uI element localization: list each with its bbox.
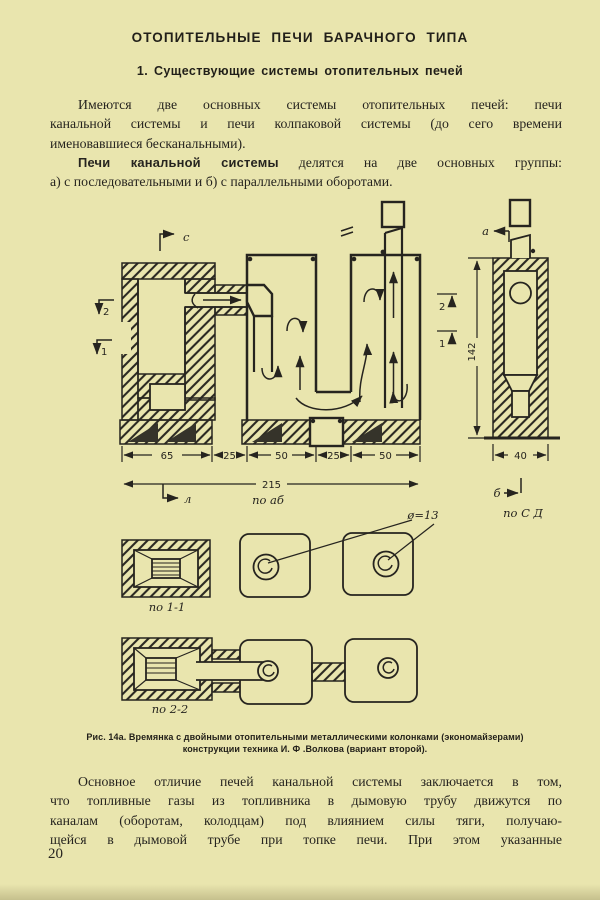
- caption-line: конструкции техника И. Ф .Волкова (вариа…: [182, 743, 428, 754]
- cut-1-label-right: 1: [439, 339, 445, 350]
- page-number: 20: [48, 846, 63, 862]
- diameter-label: ø=13: [406, 508, 438, 522]
- column-2: [340, 200, 422, 420]
- section-2-2-drawing: по 2-2: [121, 637, 418, 716]
- firebox: [120, 262, 216, 421]
- view-ab-label: по аб: [252, 493, 285, 507]
- dimension-row: 65 25 50 25 50 215: [121, 446, 421, 507]
- cut-markers: с 2 1 2 1: [92, 229, 457, 358]
- text-line: Печи канальной системы делятся на две ос…: [50, 153, 562, 172]
- text-line: а) с последовательными и б) с параллельн…: [50, 174, 393, 190]
- view-sd-label: по С Д: [503, 506, 543, 520]
- cleanout-box: [308, 416, 345, 448]
- dim-215-label: 215: [262, 480, 281, 491]
- text-span: делятся на две основных группы:: [278, 154, 562, 170]
- cut-2-label-left: 2: [103, 307, 109, 318]
- figure-14a: с 2 1 2 1 65: [0, 197, 600, 732]
- dim-65-label: 65: [161, 451, 174, 462]
- chimney-pipe-piece: [508, 198, 532, 228]
- sd-section-drawing: 142 а 40 б по С: [467, 198, 560, 520]
- foundation: [119, 416, 421, 448]
- text-line: канальной системы и печи колпаковой сист…: [50, 116, 562, 132]
- text-line: щейся в дымовой трубе при топке печи. Пр…: [50, 831, 562, 847]
- pipe-connector: [311, 662, 346, 682]
- dim-25-label-2: 25: [327, 451, 340, 462]
- column-1: [245, 253, 318, 420]
- paragraph-block-top: Имеются две основных системы отопительны…: [50, 95, 562, 191]
- cut-2-label-right: 2: [439, 302, 445, 313]
- view-11-label: по 1-1: [149, 600, 186, 614]
- cut-a-label: а: [482, 224, 489, 238]
- section-heading: 1. Существующие системы отопительных печ…: [136, 64, 464, 78]
- dim-25-label: 25: [223, 451, 236, 462]
- dim-142-label: 142: [467, 342, 478, 361]
- figure-drawing: с 2 1 2 1 65: [92, 198, 560, 716]
- view-22-label: по 2-2: [152, 702, 189, 716]
- bold-run: Печи канальной системы: [78, 154, 279, 170]
- page-title: ОТОПИТЕЛЬНЫЕ ПЕЧИ БАРАЧНОГО ТИПА: [131, 30, 469, 45]
- text-line: Имеются две основных системы отопительны…: [78, 97, 562, 112]
- cut-b-label: б: [493, 486, 501, 500]
- dim-40-label: 40: [514, 451, 527, 462]
- text-line: Основное отличие печей канальной системы…: [78, 774, 562, 789]
- cut-l-label: л: [184, 492, 191, 506]
- section-1-1-drawing: по 1-1 ø=13: [121, 508, 439, 614]
- text-line: именовавшиеся бесканальными).: [50, 135, 246, 151]
- dim-50-label-2: 50: [379, 451, 392, 462]
- figure-caption: Рис. 14а. Времянка с двойными отопительн…: [62, 732, 548, 755]
- chimney-stub: [380, 200, 406, 229]
- main-section-drawing: с 2 1 2 1 65: [92, 200, 457, 507]
- cut-1-label-left: 1: [101, 347, 107, 358]
- text-line: каналам (оборотам, колодцам) под влияние…: [50, 812, 562, 828]
- paragraph-block-bottom: Основное отличие печей канальной системы…: [50, 772, 562, 849]
- caption-line: Рис. 14а. Времянка с двойными отопительн…: [86, 732, 524, 742]
- text-line: что топливные газы из топливника в дымов…: [50, 793, 562, 809]
- dim-50-label: 50: [275, 451, 288, 462]
- cut-c-label: с: [183, 230, 190, 244]
